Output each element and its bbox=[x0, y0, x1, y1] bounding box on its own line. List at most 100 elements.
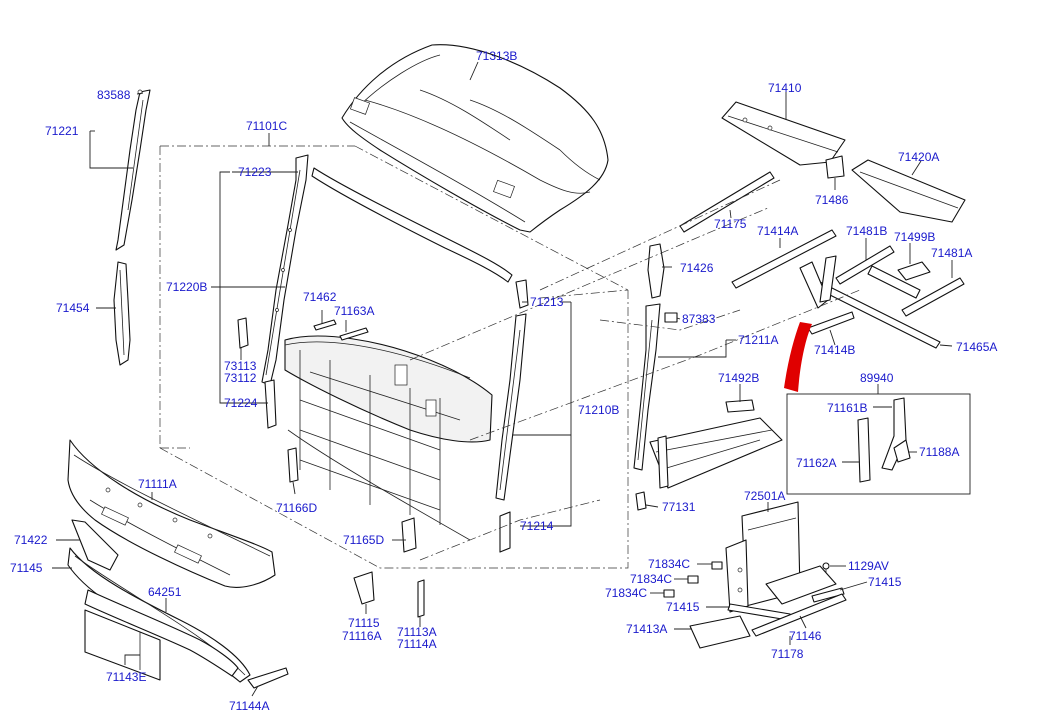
floor-frame-71492B bbox=[649, 399, 783, 489]
label-71178[interactable]: 71178 bbox=[771, 647, 804, 661]
label-71144A[interactable]: 71144A bbox=[229, 699, 269, 713]
label-71462[interactable]: 71462 bbox=[303, 290, 337, 304]
crossmember-71414A bbox=[731, 229, 837, 289]
label-71414A[interactable]: 71414A bbox=[757, 224, 798, 238]
label-71481B[interactable]: 71481B bbox=[846, 224, 887, 238]
bracket-71224 bbox=[264, 379, 277, 429]
label-71115[interactable]: 71115 bbox=[348, 616, 380, 630]
label-71224[interactable]: 71224 bbox=[224, 396, 258, 410]
pillar-71426 bbox=[647, 243, 665, 299]
detail-box-89940 bbox=[786, 393, 971, 495]
label-71834C-1[interactable]: 71834C bbox=[648, 557, 690, 571]
highlight-marker bbox=[784, 322, 812, 392]
label-71499B[interactable]: 71499B bbox=[894, 230, 935, 244]
crossmember-71481B bbox=[835, 245, 895, 285]
label-71188A[interactable]: 71188A bbox=[919, 445, 959, 459]
bracket-71214 bbox=[499, 511, 511, 553]
label-71313B[interactable]: 71313B bbox=[476, 49, 517, 63]
bracket-71166D bbox=[287, 447, 299, 483]
label-71834C-3[interactable]: 71834C bbox=[605, 586, 647, 600]
label-71415-1[interactable]: 71415 bbox=[868, 575, 902, 589]
label-73113[interactable]: 73113 bbox=[224, 359, 257, 373]
bracket-71188A bbox=[893, 439, 911, 463]
label-71420A[interactable]: 71420A bbox=[898, 150, 939, 164]
label-89940[interactable]: 89940 bbox=[860, 371, 894, 385]
bracket-71115 bbox=[353, 571, 375, 605]
small-brackets-71462 bbox=[313, 319, 369, 341]
front-pillar-part bbox=[261, 154, 309, 386]
label-71221[interactable]: 71221 bbox=[45, 124, 79, 138]
pillar-71162A bbox=[857, 417, 871, 483]
label-71410[interactable]: 71410 bbox=[768, 81, 802, 95]
label-71214[interactable]: 71214 bbox=[520, 519, 554, 533]
label-71162A[interactable]: 71162A bbox=[796, 456, 836, 470]
label-71211A[interactable]: 71211A bbox=[738, 333, 778, 347]
front-panel-part bbox=[67, 439, 276, 588]
label-71213[interactable]: 71213 bbox=[530, 295, 564, 309]
plate-71413A bbox=[689, 615, 751, 649]
label-71161B[interactable]: 71161B bbox=[827, 401, 867, 415]
leader-lines bbox=[52, 61, 953, 697]
label-71422[interactable]: 71422 bbox=[14, 533, 48, 547]
label-1129AV[interactable]: 1129AV bbox=[848, 559, 889, 573]
rail-71178 bbox=[751, 593, 847, 637]
roof-rail-part bbox=[311, 167, 513, 283]
label-71415-2[interactable]: 71415 bbox=[666, 600, 700, 614]
panel-71422 bbox=[71, 519, 119, 571]
label-71143E[interactable]: 71143E bbox=[106, 670, 146, 684]
label-71454[interactable]: 71454 bbox=[56, 301, 90, 315]
label-71114A[interactable]: 71114A bbox=[397, 637, 437, 651]
label-71166D[interactable]: 71166D bbox=[276, 501, 317, 515]
pillar-71213 bbox=[495, 279, 529, 501]
cowl-64251 bbox=[84, 589, 239, 677]
bracket-71486 bbox=[825, 155, 845, 179]
label-71175[interactable]: 71175 bbox=[714, 217, 747, 231]
label-71113A[interactable]: 71113A bbox=[397, 625, 437, 639]
label-71492B[interactable]: 71492B bbox=[718, 371, 759, 385]
bracket-71414B-small bbox=[807, 311, 855, 335]
floor-panel-71410 bbox=[721, 101, 846, 166]
label-71145[interactable]: 71145 bbox=[10, 561, 43, 575]
clips-71834C bbox=[663, 561, 723, 598]
label-71220B[interactable]: 71220B bbox=[166, 280, 207, 294]
phantom-lines bbox=[159, 145, 861, 569]
label-83588[interactable]: 83588 bbox=[97, 88, 131, 102]
label-72501A[interactable]: 72501A bbox=[744, 489, 785, 503]
label-64251[interactable]: 64251 bbox=[148, 585, 182, 599]
plate-71499B bbox=[867, 261, 931, 299]
pillar-71211A bbox=[633, 303, 661, 471]
pillar-reinforcement-71454 bbox=[113, 261, 131, 366]
pillar-bracket-71414B bbox=[799, 255, 837, 309]
crossmember-71481A bbox=[901, 277, 965, 317]
label-71111A[interactable]: 71111A bbox=[138, 477, 177, 491]
bracket-71113A bbox=[417, 579, 425, 618]
floor-plate-71146 bbox=[765, 565, 837, 605]
label-71486[interactable]: 71486 bbox=[815, 193, 849, 207]
label-71413A[interactable]: 71413A bbox=[626, 622, 667, 636]
floor-panel-71420A bbox=[851, 159, 966, 223]
bracket-71165D bbox=[401, 517, 417, 553]
bracket-71143E bbox=[84, 609, 161, 681]
label-71116A[interactable]: 71116A bbox=[342, 629, 382, 643]
part-labels: 71313B 83588 71221 71101C 71223 71220B 7… bbox=[10, 49, 997, 713]
label-73112[interactable]: 73112 bbox=[224, 371, 257, 385]
label-71465A[interactable]: 71465A bbox=[956, 340, 997, 354]
label-71481A[interactable]: 71481A bbox=[931, 246, 972, 260]
roof-panel-part bbox=[341, 44, 609, 233]
label-71414B[interactable]: 71414B bbox=[814, 343, 855, 357]
bracket-77131 bbox=[635, 491, 647, 511]
rail-71175 bbox=[679, 171, 775, 233]
label-71146[interactable]: 71146 bbox=[789, 629, 822, 643]
label-71163A[interactable]: 71163A bbox=[334, 304, 374, 318]
label-71210B[interactable]: 71210B bbox=[578, 403, 619, 417]
label-71426[interactable]: 71426 bbox=[680, 261, 714, 275]
left-pillar-part bbox=[115, 89, 151, 251]
label-71101C[interactable]: 71101C bbox=[246, 119, 287, 133]
clip-87383 bbox=[664, 312, 678, 323]
label-71223[interactable]: 71223 bbox=[238, 165, 272, 179]
label-71834C-2[interactable]: 71834C bbox=[630, 572, 672, 586]
label-77131[interactable]: 77131 bbox=[662, 500, 696, 514]
label-87383[interactable]: 87383 bbox=[682, 312, 716, 326]
label-71165D[interactable]: 71165D bbox=[343, 533, 384, 547]
